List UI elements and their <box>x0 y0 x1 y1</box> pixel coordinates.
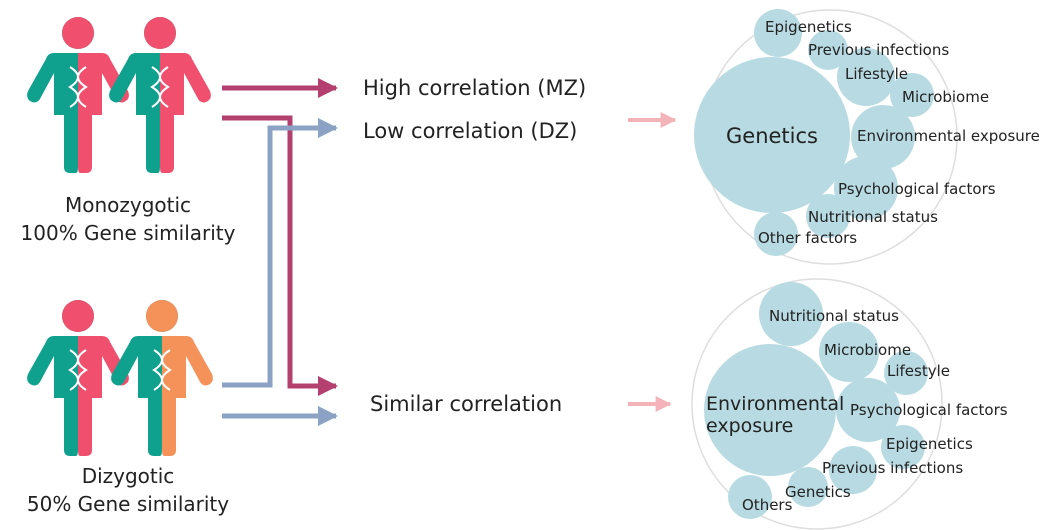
monozygotic-twin-right <box>109 17 211 173</box>
bubble-previous-infections <box>808 30 848 70</box>
bubble-psychological-factors <box>836 378 900 442</box>
bubble-genetics <box>694 57 850 213</box>
bubble-label-genetics: Genetics <box>726 124 818 148</box>
dna-icon <box>68 349 88 391</box>
bubble-psychological-factors <box>834 156 898 220</box>
bubble-label: Microbiome <box>902 88 989 106</box>
bubble-other-factors <box>754 212 798 256</box>
bubble-label: Genetics <box>785 483 851 501</box>
bubble-microbiome <box>890 73 934 117</box>
bubble-label: Microbiome <box>824 341 911 359</box>
dna-icon <box>152 349 172 391</box>
bubble-environmental-exposure <box>851 105 915 169</box>
bubble-lifestyle <box>884 351 928 395</box>
bubble-label: Psychological factors <box>850 401 1008 419</box>
bubble-label: Lifestyle <box>887 362 950 380</box>
monozygotic-similarity: 100% Gene similarity <box>21 221 236 245</box>
bubble-label: Nutritional status <box>769 307 899 325</box>
bubble-microbiome <box>819 322 879 382</box>
bubble-epigenetics <box>754 9 802 57</box>
monozygotic-label: Monozygotic <box>65 193 191 217</box>
dizygotic-label: Dizygotic <box>82 464 175 488</box>
bubble-genetics <box>788 467 828 507</box>
bubble-label-environmental: Environmental <box>706 393 844 415</box>
bubble-label: Epigenetics <box>765 18 852 36</box>
bottom-bubble-cluster: Environmental exposure Nutritional statu… <box>691 278 1008 530</box>
dna-icon <box>68 66 88 108</box>
bubble-label: Nutritional status <box>808 208 938 226</box>
bubble-previous-infections <box>829 446 877 494</box>
bottom-cluster-outline <box>691 278 943 530</box>
bubble-label: Others <box>742 496 793 514</box>
bubble-nutritional-status <box>759 282 823 346</box>
bubble-label: Previous infections <box>822 459 963 477</box>
bubble-epigenetics <box>881 425 925 469</box>
low-correlation-label: Low correlation (DZ) <box>363 119 577 143</box>
bubble-label: Environmental exposure <box>857 127 1040 145</box>
bubble-label: Previous infections <box>808 41 949 59</box>
monozygotic-twin-left <box>27 17 129 173</box>
bubble-label: Psychological factors <box>838 180 996 198</box>
dizygotic-twin-left <box>27 300 129 456</box>
dna-icon <box>150 66 170 108</box>
bubble-label: Lifestyle <box>845 65 908 83</box>
dizygotic-similarity: 50% Gene similarity <box>27 492 229 516</box>
bubble-others <box>728 475 772 519</box>
bubble-label: Epigenetics <box>886 435 973 453</box>
arrow-mz-similar <box>222 115 338 396</box>
arrow-dz-low <box>222 118 338 388</box>
bubble-label: Other factors <box>758 229 857 247</box>
top-bubble-cluster: Genetics Epigenetics Previous infections… <box>694 9 1040 265</box>
bubble-label-exposure: exposure <box>706 415 793 437</box>
high-correlation-label: High correlation (MZ) <box>363 76 586 100</box>
bubble-environmental-exposure <box>704 344 836 476</box>
bubble-lifestyle <box>837 48 895 106</box>
dizygotic-twin-right <box>111 300 213 456</box>
similar-correlation-label: Similar correlation <box>370 392 562 416</box>
bubble-nutritional-status <box>806 194 850 238</box>
